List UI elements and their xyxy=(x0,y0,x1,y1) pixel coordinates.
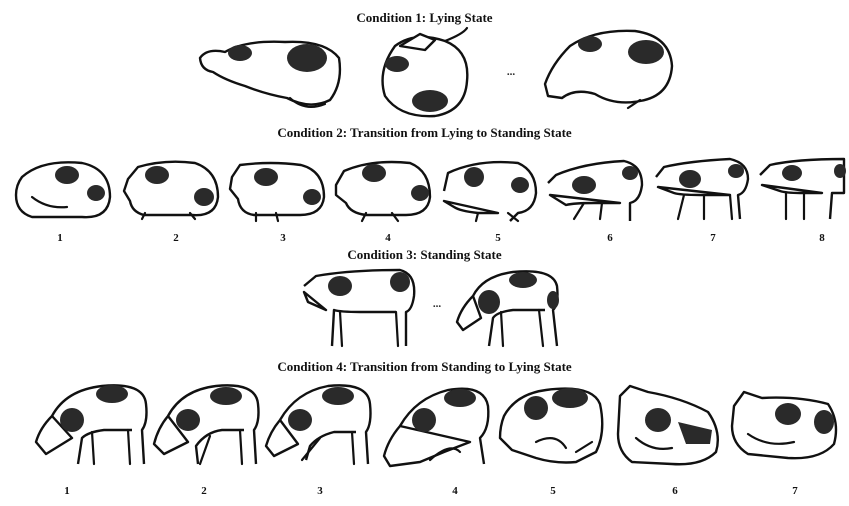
condition-2-title: Condition 2: Transition from Lying to St… xyxy=(0,125,849,141)
cow-rise-5 xyxy=(438,157,540,223)
cow-lie-5 xyxy=(496,382,608,468)
condition-4-step-label: 7 xyxy=(792,485,798,497)
condition-1-ellipsis: ... xyxy=(507,66,515,78)
cow-lying-1 xyxy=(195,28,345,113)
condition-4-step-label: 2 xyxy=(201,485,207,497)
cow-rise-8 xyxy=(756,157,846,223)
cow-rise-7 xyxy=(650,157,752,223)
condition-4-step-label: 5 xyxy=(550,485,556,497)
cow-lie-1 xyxy=(32,380,150,468)
cow-rise-6 xyxy=(544,157,646,223)
cow-rise-1 xyxy=(12,157,114,223)
condition-1-title: Condition 1: Lying State xyxy=(0,10,849,26)
condition-3-ellipsis: ... xyxy=(433,298,441,310)
cow-lie-2 xyxy=(150,380,262,468)
condition-4-step-label: 6 xyxy=(672,485,678,497)
cow-lie-3 xyxy=(262,380,374,468)
cow-standing-1 xyxy=(300,266,418,350)
condition-2-step-label: 4 xyxy=(385,232,391,244)
condition-2-step-label: 2 xyxy=(173,232,179,244)
cow-rise-4 xyxy=(332,157,434,223)
condition-3-title: Condition 3: Standing State xyxy=(0,247,849,263)
cow-lie-7 xyxy=(728,382,840,468)
cow-lie-6 xyxy=(612,382,724,468)
condition-4-step-label: 1 xyxy=(64,485,70,497)
condition-2-step-label: 5 xyxy=(495,232,501,244)
cow-rise-2 xyxy=(120,157,222,223)
condition-2-step-label: 3 xyxy=(280,232,286,244)
condition-2-step-label: 1 xyxy=(57,232,63,244)
cow-rise-3 xyxy=(226,157,328,223)
cow-lie-4 xyxy=(380,382,492,468)
condition-4-step-label: 4 xyxy=(452,485,458,497)
cow-lying-3 xyxy=(540,26,675,111)
cow-standing-2 xyxy=(453,266,563,350)
condition-4-step-label: 3 xyxy=(317,485,323,497)
condition-4-title: Condition 4: Transition from Standing to… xyxy=(0,359,849,375)
cow-lying-2 xyxy=(375,26,475,121)
condition-2-step-label: 6 xyxy=(607,232,613,244)
condition-2-step-label: 8 xyxy=(819,232,825,244)
condition-2-step-label: 7 xyxy=(710,232,716,244)
